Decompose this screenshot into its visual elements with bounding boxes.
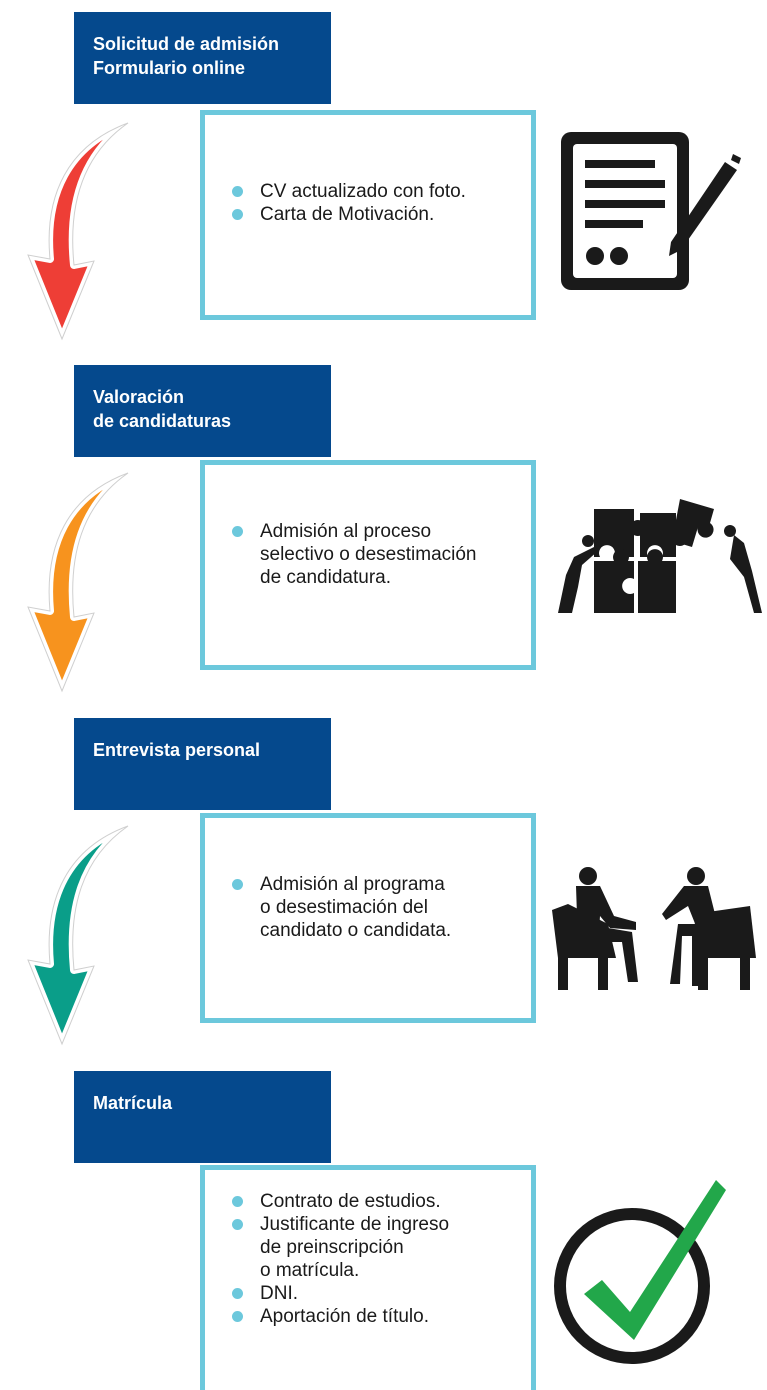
step-1-details-box: CV actualizado con foto. Carta de Motiva… (200, 110, 536, 320)
step-1-item-1: CV actualizado con foto. (230, 180, 523, 203)
step-3: Entrevista personal Admisión al programa… (0, 718, 767, 1058)
step-4-item-2: Justificante de ingreso (230, 1213, 523, 1236)
step-3-details-box: Admisión al programa o desestimación del… (200, 813, 536, 1023)
step-2: Valoración de candidaturas Admisión al p… (0, 365, 767, 705)
red-down-arrow-icon (24, 119, 132, 343)
step-4-header: Matrícula (74, 1071, 331, 1163)
step-1-header: Solicitud de admisión Formulario online (74, 12, 331, 104)
document-signing-icon (561, 132, 741, 290)
puzzle-people-icon (558, 499, 762, 613)
step-3-item-2: o desestimación del (260, 897, 428, 918)
step-4-item-4: o matrícula. (260, 1260, 360, 1281)
step-1-title-line-2: Formulario online (93, 58, 246, 78)
step-2-title-line-2: de candidaturas (93, 411, 232, 431)
step-4-title-line-1: Matrícula (93, 1093, 173, 1113)
step-2-header: Valoración de candidaturas (74, 365, 331, 457)
interview-icon (552, 867, 756, 990)
step-3-item-1: Admisión al programa (230, 873, 523, 896)
step-2-item-1: Admisión al proceso (230, 520, 523, 543)
step-2-title-line-1: Valoración (93, 387, 185, 407)
step-4-item-5: DNI. (230, 1282, 523, 1305)
step-2-item-2: selectivo o desestimación (260, 544, 477, 565)
step-3-item-3: candidato o candidata. (260, 920, 452, 941)
step-2-item-3: de candidatura. (260, 567, 391, 588)
step-4-item-1: Contrato de estudios. (230, 1190, 523, 1213)
step-1-title-line-1: Solicitud de admisión (93, 34, 280, 54)
step-3-header: Entrevista personal (74, 718, 331, 810)
step-1-item-2: Carta de Motivación. (230, 203, 523, 226)
step-4-details-box: Contrato de estudios. Justificante de in… (200, 1165, 536, 1390)
step-4-item-6: Aportación de título. (230, 1305, 523, 1328)
teal-down-arrow-icon (24, 822, 132, 1048)
orange-down-arrow-icon (24, 469, 132, 695)
step-2-details-box: Admisión al proceso selectivo o desestim… (200, 460, 536, 670)
step-4-item-3: de preinscripción (260, 1237, 404, 1258)
step-4: Matrícula Contrato de estudios. Justific… (0, 1071, 767, 1390)
checkmark-circle-icon (554, 1180, 726, 1364)
step-1: Solicitud de admisión Formulario online … (0, 0, 767, 343)
step-3-title-line-1: Entrevista personal (93, 740, 261, 760)
